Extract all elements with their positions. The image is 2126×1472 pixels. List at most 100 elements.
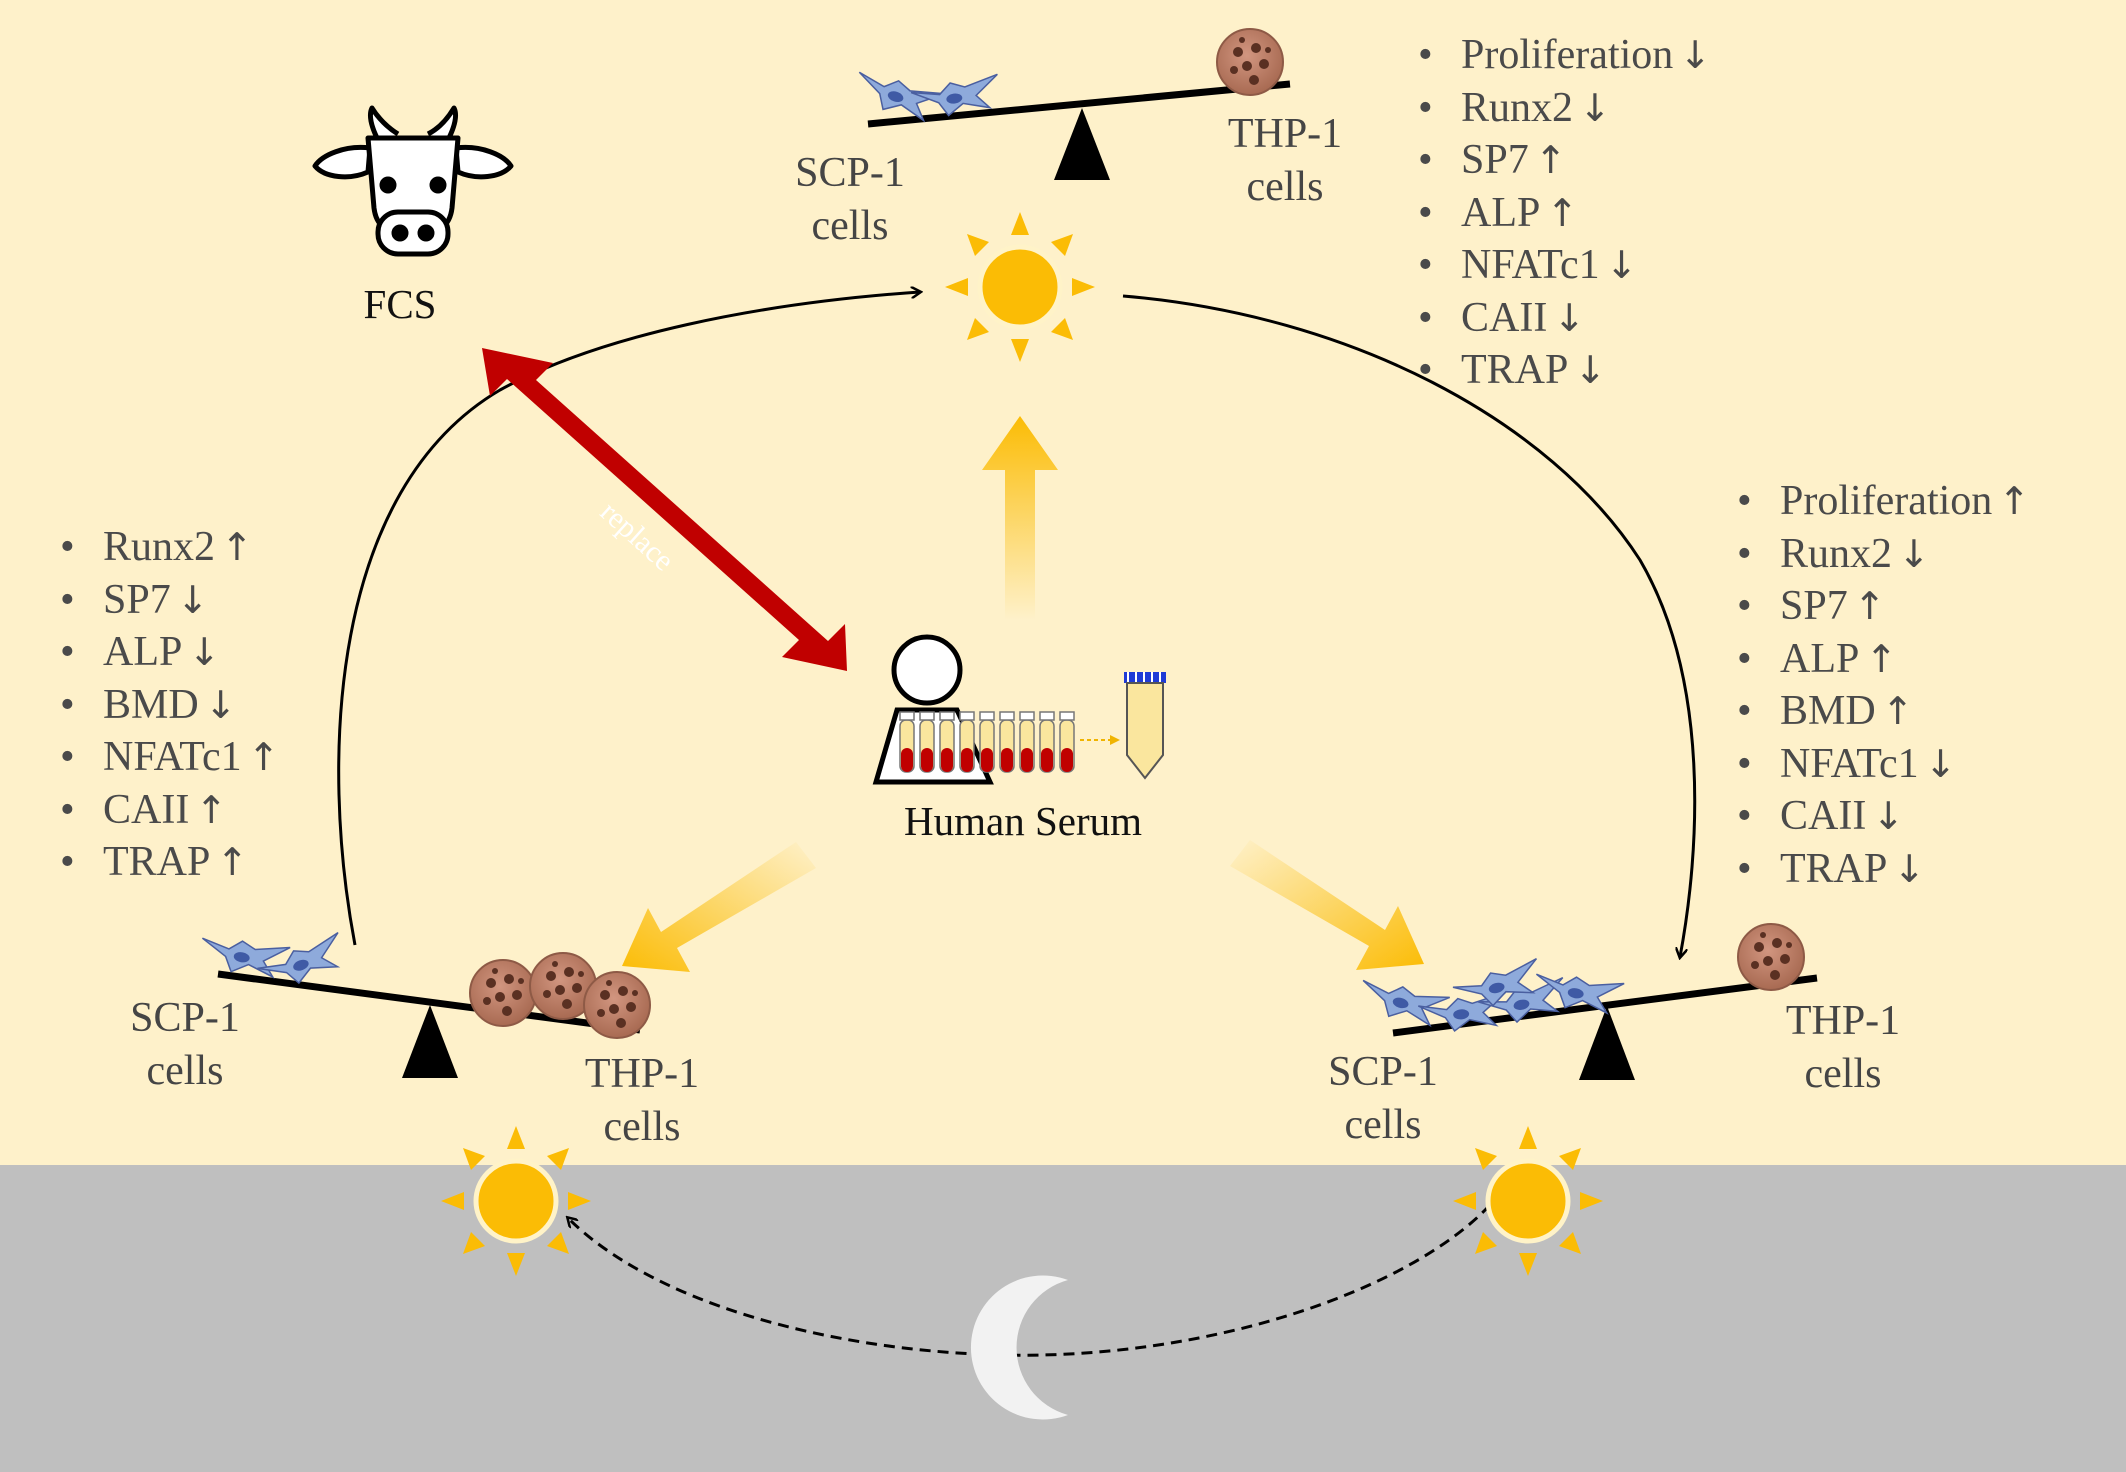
arrow-down-icon: ↓ [1872,794,1905,838]
marker-name: Proliferation [1461,32,1674,78]
marker-name: BMD [103,681,199,728]
moon-icon [970,1275,1068,1420]
blood-tubes-icon [899,711,1075,773]
sun-icon [945,212,1095,362]
marker-name: NFATc1 [1461,242,1600,288]
marker-item: •SP7↑ [1737,580,2030,633]
marker-list-top: •Proliferation↓•Runx2↓•SP7↑•ALP↑•NFATc1↓… [1418,29,1711,397]
scp1-label-line: SCP-1 [130,995,240,1041]
marker-name: Proliferation [1780,478,1993,524]
arrow-up-icon: ↑ [1546,190,1579,235]
bullet: • [1418,137,1433,183]
marker-name: ALP [1780,635,1860,682]
scp1-label: SCP-1 cells [1298,1046,1468,1152]
arrow-down-icon: ↓ [204,682,237,727]
bullet: • [1737,478,1752,524]
marker-item: •CAII↓ [1418,292,1711,345]
marker-item: •NFATc1↓ [1737,738,2030,791]
thp1-label-line: THP-1 [1785,998,1901,1044]
marker-name: TRAP [1461,347,1569,393]
marker-list-right: •Proliferation↑•Runx2↓•SP7↑•ALP↑•BMD↑•NF… [1737,475,2030,895]
bullet: • [60,629,75,675]
thp1-label: THP-1 cells [1758,995,1928,1101]
up-effect-arrow [982,416,1058,620]
serum-tube-icon [1124,672,1166,780]
bullet: • [1737,740,1752,787]
thp1-label-line: THP-1 [1227,111,1343,157]
thp1-label: THP-1 cells [1200,108,1370,214]
bullet: • [60,786,75,833]
down-right-effect-arrow [1230,840,1424,970]
arrow-down-icon: ↓ [1679,33,1712,77]
seesaw-icon [217,970,641,1078]
bullet: • [1737,688,1752,734]
arrow-up-icon: ↑ [221,525,253,569]
marker-item: • Runx2↑ [60,521,279,574]
thp1-label: THP-1 cells [557,1048,727,1154]
scp1-label-line: cells [1344,1102,1422,1148]
down-left-effect-arrow [622,842,816,972]
arrow-down-icon: ↓ [1553,295,1586,340]
marker-item: •ALP↓ [60,626,279,679]
marker-name: CAII [1780,793,1867,839]
marker-name: NFATc1 [103,734,242,780]
thp1-label-line: cells [1804,1051,1882,1097]
bullet: • [60,576,75,623]
marker-item: • Runx2↓ [1737,528,2030,581]
transfer-arrow-head [1110,735,1120,745]
marker-item: •BMD↓ [60,679,279,732]
scp1-label-line: SCP-1 [795,150,905,196]
cow-icon [312,105,514,257]
thp1-label-line: THP-1 [584,1051,700,1097]
marker-name: ALP [103,629,183,675]
marker-name: Runx2 [103,524,216,570]
bullet: • [1737,583,1752,629]
bullet: • [1418,347,1433,393]
scp1-label-line: cells [146,1048,224,1094]
bullet: • [1418,242,1433,288]
marker-item: • BMD↑ [1737,685,2030,738]
bullet: • [60,524,75,570]
marker-item: •TRAP↓ [1418,344,1711,397]
arrow-down-icon: ↓ [1898,531,1930,576]
arrow-down-icon: ↓ [1893,846,1926,891]
marker-item: •Runx2↓ [1418,82,1711,135]
arrow-up-icon: ↑ [195,787,228,832]
marker-name: BMD [1780,688,1876,734]
marker-item: •SP7↑ [1418,134,1711,187]
scp1-label-line: SCP-1 [1328,1049,1438,1095]
bullet: • [60,734,75,780]
bullet: • [1737,845,1752,892]
arrow-up-icon: ↑ [1998,479,2031,523]
thp1-cell-icon [1737,923,1805,991]
marker-item: • CAII↓ [1737,790,2030,843]
marker-name: SP7 [103,576,171,623]
marker-item: • Proliferation↑ [1737,475,2030,528]
night-region [0,1165,2126,1472]
thp1-cell-icon [1216,28,1284,96]
fcs-label: FCS [363,281,437,327]
bullet: • [1737,793,1752,839]
scp1-label-line: cells [811,203,889,249]
arrow-up-icon: ↑ [1534,138,1567,182]
arrow-down-icon: ↓ [176,577,209,622]
thp1-label-line: cells [1246,164,1324,210]
arrow-up-icon: ↑ [1881,689,1914,733]
marker-item: • ALP↑ [1737,633,2030,686]
arrow-up-icon: ↑ [1865,636,1898,681]
marker-name: ALP [1461,189,1541,236]
human-serum-label: Human Serum [904,798,1142,844]
marker-name: Runx2 [1780,530,1893,577]
marker-item: • SP7↓ [60,574,279,627]
marker-item: • NFATc1↓ [1418,239,1711,292]
scp1-label: SCP-1 cells [765,147,935,253]
marker-item: •ALP↑ [1418,187,1711,240]
arrow-down-icon: ↓ [1605,243,1638,287]
arrow-up-icon: ↑ [247,735,280,779]
marker-item: •Proliferation↓ [1418,29,1711,82]
thp1-label-line: cells [603,1104,681,1150]
bullet: • [60,839,75,885]
bullet: • [1737,530,1752,577]
bullet: • [1737,635,1752,682]
